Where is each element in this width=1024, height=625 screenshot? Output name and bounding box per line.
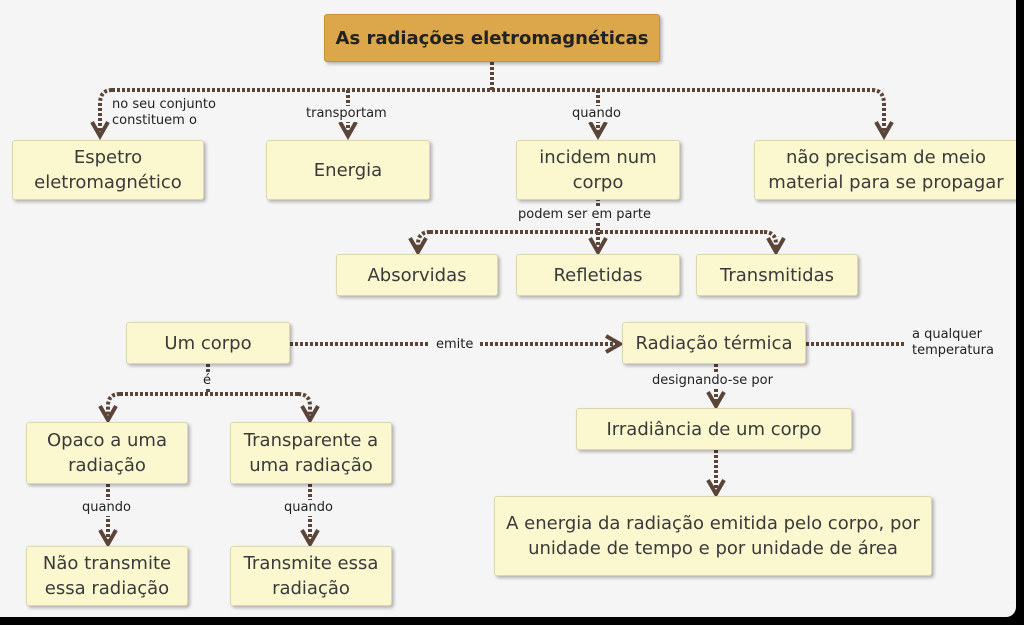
connector-to-absorvidas xyxy=(408,230,431,257)
label-e: é xyxy=(203,373,211,389)
connector-to-opaco xyxy=(98,392,121,425)
label-emite: emite xyxy=(430,337,480,353)
node-energia-radiacao: A energia da radiação emitida pelo corpo… xyxy=(494,496,932,576)
node-irradiancia: Irradiância de um corpo xyxy=(576,408,852,450)
connector-to-espetro xyxy=(90,88,113,141)
connector-to-transmitidas xyxy=(763,230,786,257)
connector-to-nao-precisam xyxy=(871,88,894,141)
node-absorvidas: Absorvidas xyxy=(336,254,498,296)
label-transportam: transportam xyxy=(306,106,387,122)
label-quando-top: quando xyxy=(572,106,621,122)
node-refletidas: Refletidas xyxy=(516,254,680,296)
label-designando: designando-se por xyxy=(652,373,773,389)
node-energia: Energia xyxy=(266,140,430,200)
label-quando-left: quando xyxy=(82,500,131,516)
title-node: As radiações eletromagnéticas xyxy=(324,14,660,62)
label-podem-ser: podem ser em parte xyxy=(518,207,651,223)
node-transmitidas: Transmitidas xyxy=(696,254,858,296)
node-radiacao-termica: Radiação térmica xyxy=(622,322,806,364)
connector-to-transparente xyxy=(297,392,320,425)
node-um-corpo: Um corpo xyxy=(126,322,290,364)
label-quando-right: quando xyxy=(284,500,333,516)
